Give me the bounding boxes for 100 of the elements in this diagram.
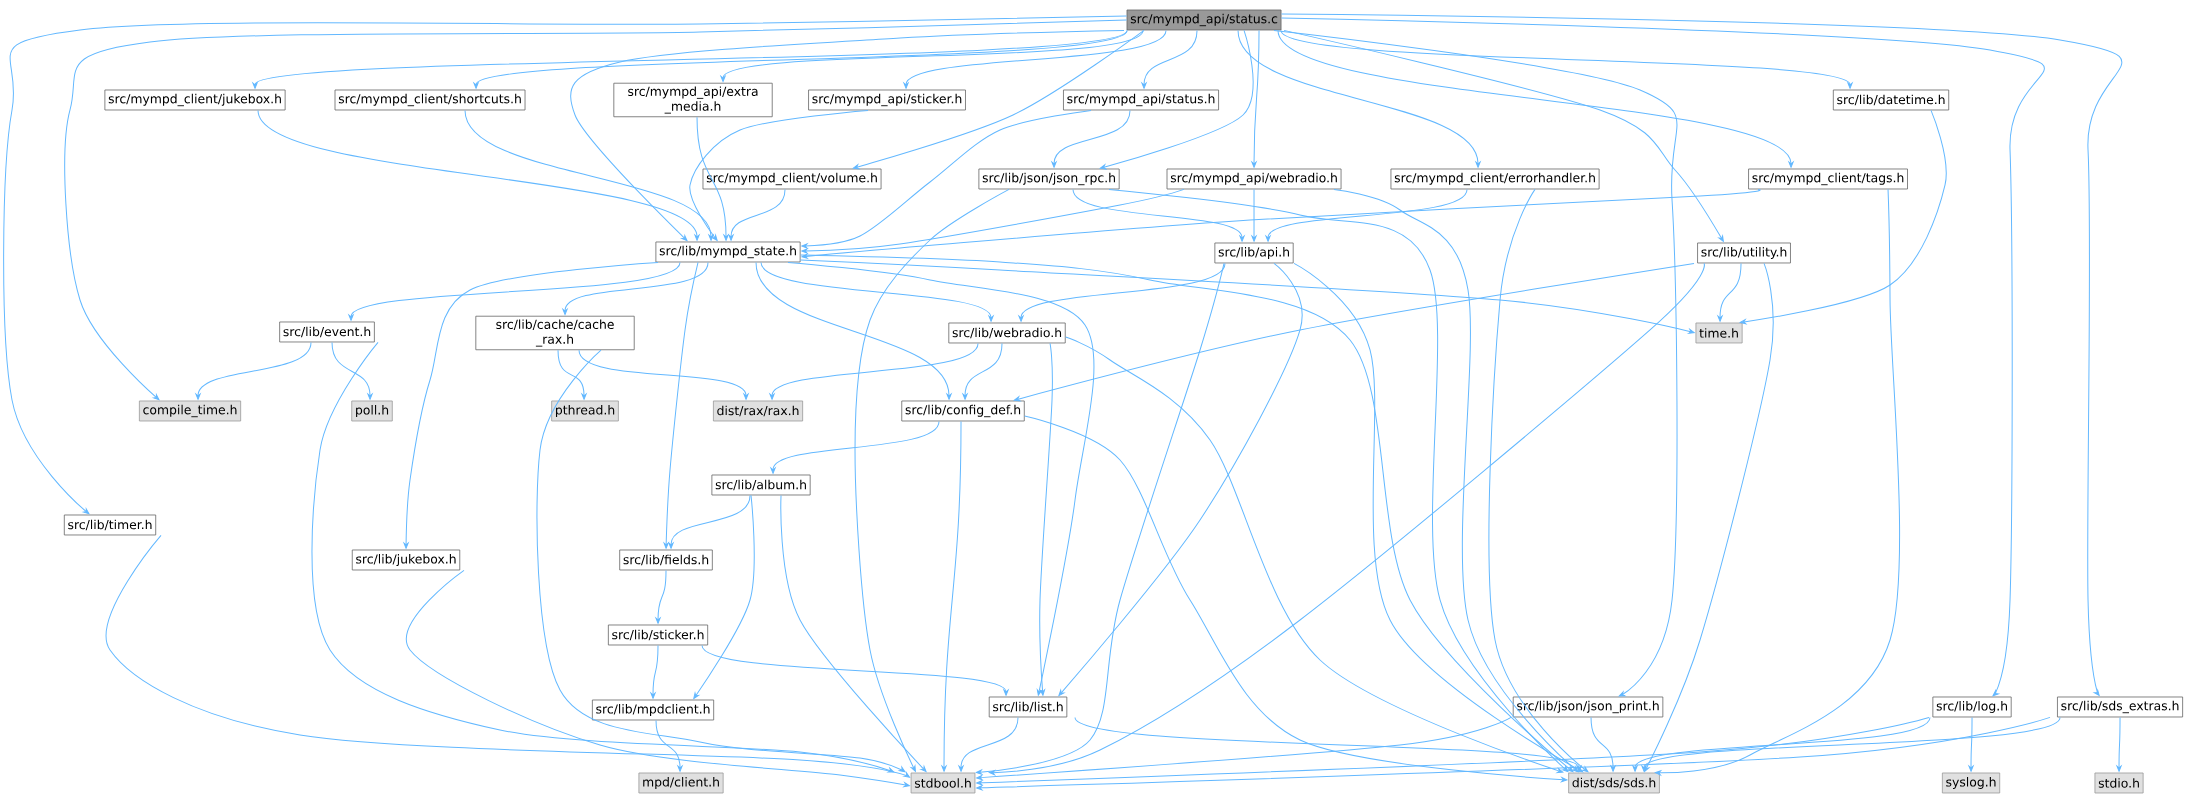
- header-file-box: src/lib/json/json_rpc.h: [978, 168, 1120, 190]
- arrow: [1283, 29, 1724, 242]
- header-file-box: src/mympd_client/tags.h: [1748, 168, 1908, 190]
- source-file-box: src/mympd_api/status.c: [1126, 9, 1282, 31]
- system-header-box: dist/rax/rax.h: [713, 400, 804, 422]
- arrow: [770, 420, 940, 474]
- arrow: [701, 644, 1009, 696]
- arrow: [958, 716, 1019, 772]
- header-file-box: src/lib/utility.h: [1697, 242, 1791, 264]
- arrow: [769, 342, 979, 400]
- arrow: [903, 29, 1167, 89]
- arrow: [1488, 188, 1589, 773]
- header-file-box: src/lib/json/json_print.h: [1512, 696, 1664, 718]
- arrow: [976, 716, 1930, 786]
- arrow: [406, 569, 910, 788]
- arrow: [1065, 336, 1564, 774]
- header-file-box: src/lib/mpdclient.h: [591, 699, 715, 721]
- header-file-box: src/lib/mympd_state.h: [655, 241, 801, 263]
- header-file-box: src/mympd_client/jukebox.h: [104, 89, 286, 111]
- arrow: [1024, 415, 1568, 783]
- header-file-box: src/lib/list.h: [988, 696, 1068, 718]
- header-file-box: src/lib/log.h: [1932, 696, 2012, 718]
- header-file-box: src/mympd_api/sticker.h: [808, 89, 966, 111]
- arrow: [1141, 29, 1198, 89]
- arrow: [780, 494, 927, 773]
- arrow: [1039, 342, 1053, 696]
- arrow: [988, 262, 1705, 776]
- arrow: [2116, 716, 2122, 772]
- arrow: [787, 261, 1095, 696]
- arrow: [696, 116, 729, 241]
- arrow: [1968, 716, 1974, 772]
- arrow: [105, 534, 911, 778]
- header-file-box: src/lib/sticker.h: [607, 624, 709, 646]
- arrow: [1644, 262, 1774, 772]
- arrow: [1058, 262, 1303, 697]
- arrow: [557, 349, 587, 400]
- arrow: [1280, 29, 1853, 89]
- header-file-box: src/mympd_api/extra _media.h: [613, 82, 773, 118]
- arrow: [1013, 262, 1695, 402]
- header-file-box: src/lib/sds_extras.h: [2057, 696, 2184, 718]
- system-header-box: dist/sds/sds.h: [1568, 772, 1660, 794]
- system-header-box: poll.h: [351, 400, 393, 422]
- header-file-box: src/mympd_client/errorhandler.h: [1390, 168, 1600, 190]
- arrow: [962, 342, 1003, 400]
- arrow: [578, 349, 749, 400]
- header-file-box: src/lib/jukebox.h: [351, 549, 461, 571]
- header-file-box: src/lib/event.h: [279, 321, 375, 343]
- arrow: [348, 261, 681, 321]
- arrow: [195, 341, 312, 400]
- arrow: [852, 29, 1145, 170]
- arrow: [1333, 188, 1579, 773]
- header-file-box: src/lib/cache/cache _rax.h: [475, 315, 635, 351]
- arrow: [1265, 188, 1468, 242]
- arrow: [976, 716, 2051, 791]
- arrow: [1072, 188, 1245, 242]
- arrow: [64, 19, 1128, 401]
- system-header-box: time.h: [1695, 322, 1743, 344]
- header-file-box: src/mympd_api/webradio.h: [1166, 168, 1342, 190]
- arrow: [1018, 262, 1226, 322]
- arrow: [975, 262, 1225, 775]
- arrow: [801, 109, 1092, 249]
- arrow: [1108, 188, 1569, 773]
- arrow: [1739, 109, 1947, 325]
- arrow: [3, 15, 1128, 515]
- header-file-box: src/lib/webradio.h: [948, 322, 1066, 344]
- arrow: [257, 109, 700, 241]
- arrow: [1099, 29, 1254, 170]
- arrow: [655, 719, 683, 772]
- arrow: [1273, 29, 1678, 697]
- arrow: [331, 341, 373, 400]
- system-header-box: compile_time.h: [138, 400, 242, 422]
- header-file-box: src/lib/api.h: [1214, 242, 1294, 264]
- arrow: [693, 494, 755, 699]
- arrow: [668, 494, 751, 549]
- arrow: [536, 349, 906, 773]
- arrow: [728, 188, 786, 241]
- header-file-box: src/lib/timer.h: [63, 514, 157, 536]
- header-file-box: src/lib/fields.h: [619, 549, 713, 571]
- header-file-box: src/lib/config_def.h: [901, 400, 1025, 422]
- arrow: [1641, 716, 2061, 772]
- arrow: [760, 261, 994, 322]
- arrow: [1717, 262, 1742, 322]
- header-file-box: src/mympd_client/shortcuts.h: [334, 89, 526, 111]
- system-header-box: stdbool.h: [910, 772, 976, 794]
- arrow: [1074, 716, 1582, 772]
- arrow: [570, 29, 1125, 242]
- header-file-box: src/lib/album.h: [711, 474, 811, 496]
- arrow: [464, 109, 714, 241]
- arrow: [1251, 29, 1260, 168]
- arrow: [1237, 29, 1481, 168]
- arrow: [1654, 188, 1901, 776]
- arrow: [403, 261, 659, 549]
- arrow: [1251, 188, 1257, 242]
- arrow: [941, 420, 962, 772]
- header-file-box: src/mympd_client/volume.h: [702, 168, 882, 190]
- arrow: [801, 188, 1185, 254]
- arrow: [1293, 262, 1584, 773]
- system-header-box: mpd/client.h: [638, 772, 724, 794]
- arrow: [650, 644, 659, 699]
- system-header-box: syslog.h: [1941, 772, 2001, 794]
